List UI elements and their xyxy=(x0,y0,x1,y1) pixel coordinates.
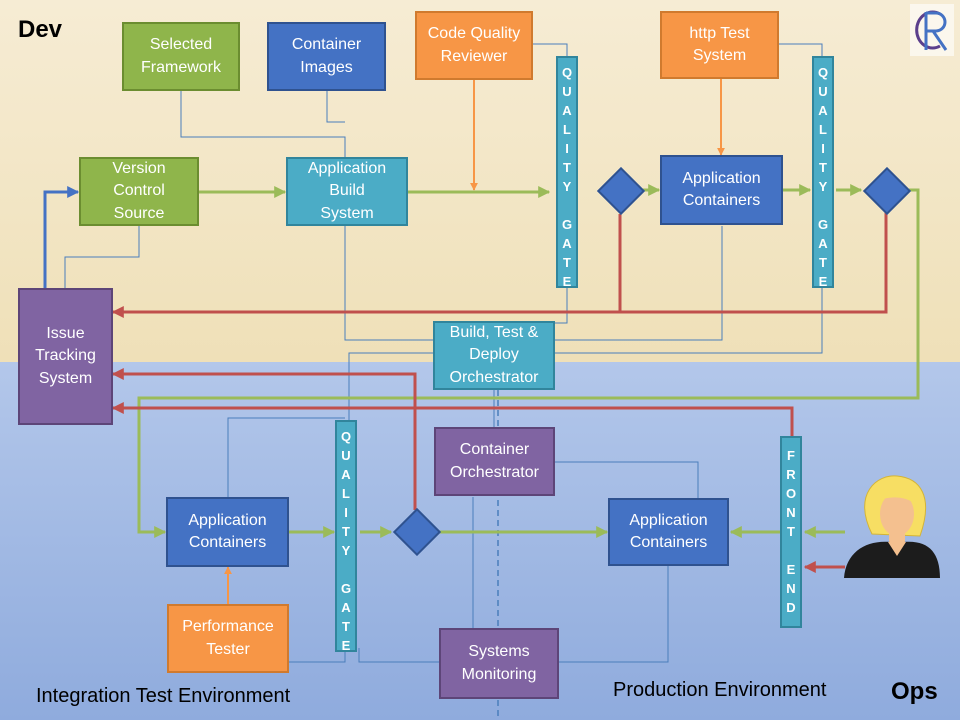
gate-letter: I xyxy=(565,141,569,156)
issue-to-vcs-arrow xyxy=(43,186,80,288)
gate-letter: L xyxy=(563,122,571,137)
green-flow-arrows xyxy=(137,184,920,538)
gate-letter: E xyxy=(562,274,572,289)
gate-letter: T xyxy=(819,160,827,175)
gate-letter: G xyxy=(561,217,573,232)
gate-letter: F xyxy=(787,448,795,463)
application-build-system-box: Application Build System xyxy=(286,157,408,226)
gate-letter: E xyxy=(786,562,796,577)
production-environment-label: Production Environment xyxy=(613,679,827,701)
systems-monitoring-box: Systems Monitoring xyxy=(439,628,559,699)
gate-letter: A xyxy=(562,236,572,251)
gate-letter: L xyxy=(819,122,827,137)
gate-letter: T xyxy=(563,160,571,175)
dev-application-containers-box: Application Containers xyxy=(660,155,783,225)
orange-input-arrows xyxy=(224,79,725,604)
dev-zone-label: Dev xyxy=(18,16,63,43)
gate-letter: T xyxy=(819,255,827,270)
gate-letter: Q xyxy=(561,65,573,80)
gate-letter xyxy=(565,196,569,215)
gate-letter: I xyxy=(821,141,825,156)
cr-logo-icon xyxy=(910,4,954,56)
gate-letter xyxy=(789,541,793,560)
gate-letter: D xyxy=(786,600,796,615)
gate-letter xyxy=(821,196,825,215)
gate-letter: Y xyxy=(818,179,828,194)
gate-letter: T xyxy=(563,255,571,270)
gate-letter: G xyxy=(817,217,829,232)
gate-letter: Y xyxy=(562,179,572,194)
gate-letter: E xyxy=(341,638,351,653)
gate-letter: A xyxy=(341,600,351,615)
thin-connectors xyxy=(64,43,823,663)
gate-letter: G xyxy=(340,581,352,596)
performance-tester-box: Performance Tester xyxy=(167,604,289,673)
gate-letter: Y xyxy=(341,543,351,558)
version-control-source-box: Version Control Source xyxy=(79,157,199,226)
production-application-containers-box: Application Containers xyxy=(608,498,729,566)
issue-tracking-system-box: Issue Tracking System xyxy=(18,288,113,425)
gate-letter: T xyxy=(342,524,350,539)
gate-letter: O xyxy=(785,486,797,501)
container-orchestrator-box: Container Orchestrator xyxy=(434,427,555,496)
gate-letter: R xyxy=(786,467,796,482)
gate-letter: A xyxy=(818,103,828,118)
gate-letter: A xyxy=(341,467,351,482)
gate-letter: T xyxy=(342,619,350,634)
container-images-box: Container Images xyxy=(267,22,386,91)
http-test-system-box: http Test System xyxy=(660,11,779,79)
build-test-deploy-orchestrator-box: Build, Test & Deploy Orchestrator xyxy=(433,321,555,390)
integration-application-containers-box: Application Containers xyxy=(166,497,289,567)
gate-letter: A xyxy=(818,236,828,251)
gate-letter: U xyxy=(341,448,351,463)
gate-letter: Q xyxy=(817,65,829,80)
gate-letter xyxy=(344,560,348,579)
gate-letter: T xyxy=(787,524,795,539)
ops-zone-label: Ops xyxy=(891,678,938,705)
user-woman-icon xyxy=(844,475,940,578)
gate-letter: Q xyxy=(340,429,352,444)
gate-letter: U xyxy=(818,84,828,99)
gate-letter: E xyxy=(818,274,828,289)
gate-letter: U xyxy=(562,84,572,99)
gate-letter: I xyxy=(344,505,348,520)
integration-environment-label: Integration Test Environment xyxy=(36,685,291,707)
code-quality-reviewer-box: Code Quality Reviewer xyxy=(415,11,533,80)
selected-framework-box: Selected Framework xyxy=(122,22,240,91)
red-feedback-arrows xyxy=(111,212,888,573)
gate-letter: N xyxy=(786,505,796,520)
gate-letter: N xyxy=(786,581,796,596)
gate-letter: L xyxy=(342,486,350,501)
gate-letter: A xyxy=(562,103,572,118)
